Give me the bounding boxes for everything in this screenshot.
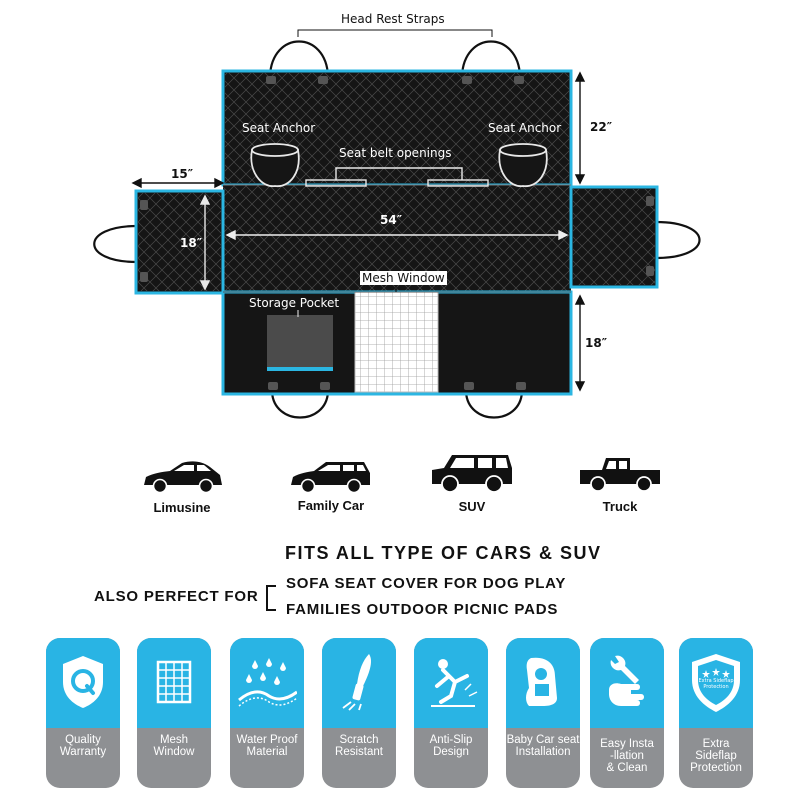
badge-text: Extra Sideflap Protection xyxy=(698,678,734,690)
feature-easy-installation: Easy Insta-llation& Clean xyxy=(590,638,664,788)
wrench-hand-icon xyxy=(609,655,644,706)
seat-anchor-left-label: Seat Anchor xyxy=(242,121,316,135)
headline: FITS ALL TYPE OF CARS & SUV xyxy=(285,543,602,563)
seat-anchor-right xyxy=(498,143,548,187)
seat-belt-openings xyxy=(305,167,489,187)
dimension-bottom-height: 18″ xyxy=(585,336,608,350)
suv-icon xyxy=(432,455,512,493)
vehicle-label-suv: SUV xyxy=(458,499,486,514)
use-picnic-pads: FAMILIES OUTDOOR PICNIC PADS xyxy=(286,601,559,618)
vehicle-label-truck: Truck xyxy=(602,499,638,514)
storage-pocket xyxy=(267,315,333,371)
quality-shield-icon xyxy=(63,656,103,708)
water-drops-icon xyxy=(238,658,297,707)
also-perfect-for-label: ALSO PERFECT FOR xyxy=(94,588,259,605)
feature-caption-line1: Quality xyxy=(65,734,101,746)
seat-anchor-left xyxy=(250,143,300,187)
dimension-top-height: 22″ xyxy=(590,120,613,134)
seat-cover-diagram xyxy=(93,29,701,419)
use-sofa-seat-cover: SOFA SEAT COVER FOR DOG PLAY xyxy=(286,575,567,592)
side-strap-right xyxy=(655,220,701,260)
bottom-strap-right xyxy=(464,391,524,419)
station-wagon-icon xyxy=(291,462,370,494)
head-rest-straps-label: Head Rest Straps xyxy=(341,12,445,26)
mesh-window-label: Mesh Window xyxy=(360,271,447,285)
mesh-window xyxy=(354,291,439,393)
storage-pocket-label: Storage Pocket xyxy=(249,296,340,310)
baby-car-seat-icon xyxy=(526,657,557,706)
dimension-side-width: 15″ xyxy=(171,167,194,181)
side-strap-left xyxy=(93,224,138,264)
head-rest-leader xyxy=(297,29,493,37)
feature-caption-line2: Warranty xyxy=(59,746,107,758)
bracket-divider xyxy=(266,585,276,611)
knife-scratch-icon xyxy=(342,654,371,711)
anchor-clips xyxy=(140,76,654,390)
sedan-icon xyxy=(144,461,222,494)
slipping-person-icon xyxy=(431,659,478,707)
vehicle-label-family-car: Family Car xyxy=(297,498,365,513)
dimension-side-height: 18″ xyxy=(180,236,203,250)
pickup-truck-icon xyxy=(580,458,660,492)
mesh-grid-icon xyxy=(156,660,192,704)
vehicle-label-limusine: Limusine xyxy=(153,500,211,515)
dim-arrow-side-height xyxy=(199,194,211,291)
bottom-strap-left xyxy=(270,391,330,419)
head-rest-strap-left xyxy=(268,40,330,77)
seat-anchor-right-label: Seat Anchor xyxy=(488,121,562,135)
sideflap-badge-icon xyxy=(692,654,740,712)
seat-belt-openings-label: Seat belt openings xyxy=(339,146,452,160)
head-rest-strap-right xyxy=(460,40,522,77)
dimension-total-width: 54″ xyxy=(380,213,403,227)
